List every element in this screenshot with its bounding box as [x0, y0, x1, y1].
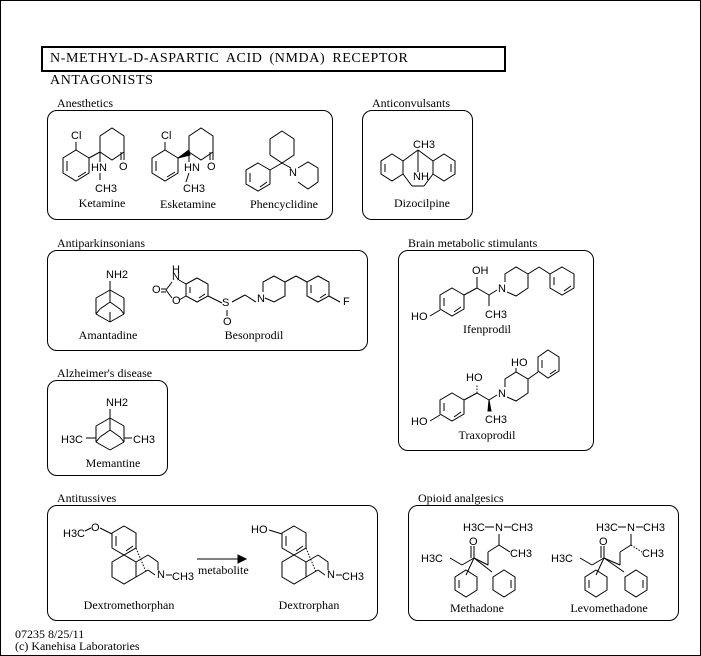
atom-ch3: CH3	[342, 571, 364, 583]
structure-dextrorphan: HO N CH3	[251, 524, 364, 585]
atom-h3c: H3C	[463, 522, 485, 534]
atom-ch3: CH3	[485, 309, 507, 321]
category-label-antiparkinsonians: Antiparkinsonians	[57, 236, 145, 250]
drug-name-dextrorphan: Dextrorphan	[278, 598, 340, 612]
footer-code: 07235 8/25/11	[15, 627, 85, 641]
atom-ch3: CH3	[172, 571, 194, 583]
box-opioid-analgesics	[408, 505, 679, 621]
atom-f: F	[343, 296, 350, 308]
atom-n: N	[172, 271, 180, 283]
atom-cl: Cl	[71, 130, 81, 142]
atom-n: N	[498, 388, 506, 400]
atom-hn: HN	[184, 162, 200, 174]
atom-o: O	[119, 161, 128, 173]
atom-ho: HO	[511, 357, 528, 369]
category-label-brain-metabolic-stimulants: Brain metabolic stimulants	[408, 236, 538, 250]
atom-ch3: CH3	[485, 414, 507, 426]
atom-cl: Cl	[161, 130, 171, 142]
atom-h3c: H3C	[596, 522, 618, 534]
atom-n: N	[257, 293, 265, 305]
box-anticonvulsants	[362, 110, 473, 220]
atom-ch3: CH3	[511, 522, 533, 534]
atom-ch3: CH3	[510, 548, 532, 560]
atom-ch3: CH3	[643, 522, 665, 534]
atom-h3c: H3C	[63, 528, 85, 540]
drug-name-traxoprodil: Traxoprodil	[458, 428, 516, 442]
box-antitussives	[47, 505, 378, 621]
drug-name-methadone: Methadone	[450, 601, 504, 615]
drug-name-dizocilpine: Dizocilpine	[394, 196, 450, 210]
atom-ch3: CH3	[642, 548, 664, 560]
atom-o: O	[91, 522, 100, 534]
atom-o: O	[172, 295, 181, 307]
box-brain-metabolic-stimulants	[398, 250, 594, 451]
box-antiparkinsonians	[47, 250, 368, 351]
drug-name-esketamine: Esketamine	[160, 197, 216, 211]
category-label-opioid-analgesics: Opioid analgesics	[418, 491, 504, 505]
category-label-anesthetics: Anesthetics	[57, 96, 113, 110]
atom-h3c: H3C	[551, 553, 573, 565]
atom-nh2: NH2	[106, 269, 128, 281]
atom-nh: NH	[413, 171, 429, 183]
atom-h3c: H3C	[61, 434, 83, 446]
drug-name-levomethadone: Levomethadone	[570, 601, 648, 615]
structure-ifenprodil: HO OH CH3 N	[411, 265, 575, 323]
atom-ho: HO	[466, 372, 483, 384]
atom-h3c: H3C	[421, 553, 443, 565]
atom-o: O	[152, 284, 161, 296]
structure-amantadine: NH2	[95, 269, 128, 323]
atom-ch3: CH3	[133, 434, 155, 446]
diagram-title: N-METHYL-D-ASPARTIC ACID (NMDA) RECEPTOR…	[41, 46, 506, 88]
structure-besonprodil: H N O O S O N F	[152, 264, 350, 328]
drug-name-amantadine: Amantadine	[78, 328, 138, 342]
structure-traxoprodil: HO HO CH3 N HO	[411, 349, 560, 428]
atom-n: N	[327, 569, 335, 581]
atom-h: H	[172, 264, 180, 276]
drug-name-ketamine: Ketamine	[78, 196, 126, 210]
atom-ch3: CH3	[413, 139, 435, 151]
atom-ch3: CH3	[95, 183, 117, 195]
atom-ho: HO	[411, 311, 428, 323]
structure-ketamine: Cl O HN CH3	[62, 127, 128, 195]
atom-n: N	[157, 569, 165, 581]
category-label-alzheimers-disease: Alzheimer's disease	[57, 366, 153, 380]
drug-name-phencyclidine: Phencyclidine	[250, 197, 318, 211]
atom-ch3: CH3	[183, 183, 205, 195]
atom-ho: HO	[251, 524, 268, 536]
drug-name-besonprodil: Besonprodil	[224, 328, 284, 342]
drug-name-memantine: Memantine	[85, 456, 141, 470]
footer-copyright: (c) Kanehisa Laboratories	[15, 639, 140, 653]
atom-o: O	[469, 536, 478, 548]
atom-n: N	[289, 167, 297, 179]
atom-nh2: NH2	[106, 397, 128, 409]
structure-dizocilpine: CH3 NH	[380, 139, 456, 187]
atom-s: S	[222, 297, 229, 309]
atom-o: O	[223, 316, 232, 328]
category-label-antitussives: Antitussives	[57, 491, 117, 505]
box-alzheimers-disease	[47, 380, 168, 476]
drug-name-dextromethorphan: Dextromethorphan	[83, 598, 175, 612]
structure-phencyclidine: N	[245, 130, 319, 192]
atom-oh: OH	[472, 265, 489, 277]
box-anesthetics	[47, 110, 333, 220]
structure-dextromethorphan: H3C O N CH3	[63, 522, 194, 585]
atom-n: N	[495, 522, 503, 534]
atom-o: O	[599, 536, 608, 548]
structure-esketamine: Cl O HN CH3	[151, 127, 216, 195]
category-label-anticonvulsants: Anticonvulsants	[372, 96, 450, 110]
metabolite-label: metabolite	[198, 563, 249, 577]
structure-memantine: NH2 H3C CH3	[61, 397, 155, 451]
atom-n: N	[627, 522, 635, 534]
drug-name-ifenprodil: Ifenprodil	[463, 322, 511, 336]
atom-n: N	[498, 283, 506, 295]
atom-hn: HN	[91, 162, 107, 174]
structure-levomethadone: H3C N CH3 CH3 O H3C	[551, 522, 665, 598]
structure-methadone: H3C N CH3 CH3 O H3C	[421, 522, 533, 598]
atom-ho: HO	[411, 416, 428, 428]
metabolite-arrow	[197, 554, 248, 564]
atom-o: O	[207, 161, 216, 173]
